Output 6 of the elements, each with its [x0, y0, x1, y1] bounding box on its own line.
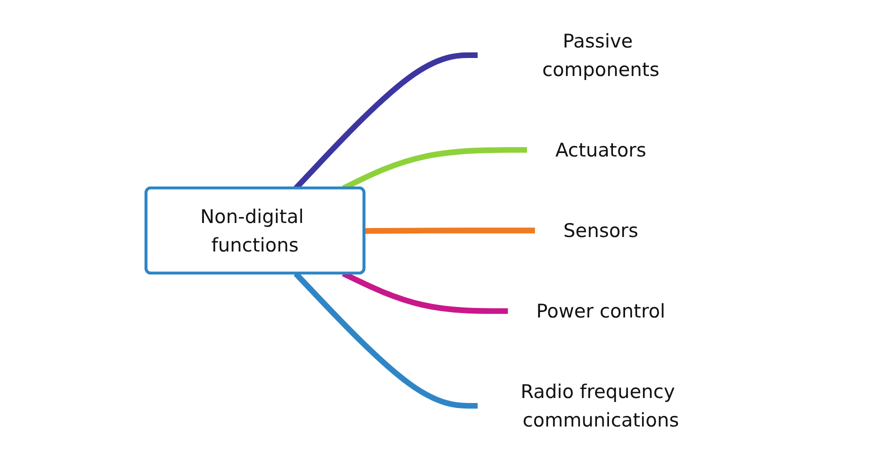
- node-text: Power control: [536, 300, 666, 322]
- connector: [364, 228, 535, 234]
- node-text: Sensors: [563, 219, 638, 242]
- node-text: Radio frequency communications: [520, 380, 680, 432]
- node-text: Passive components: [542, 30, 660, 81]
- node-text: Actuators: [555, 138, 646, 162]
